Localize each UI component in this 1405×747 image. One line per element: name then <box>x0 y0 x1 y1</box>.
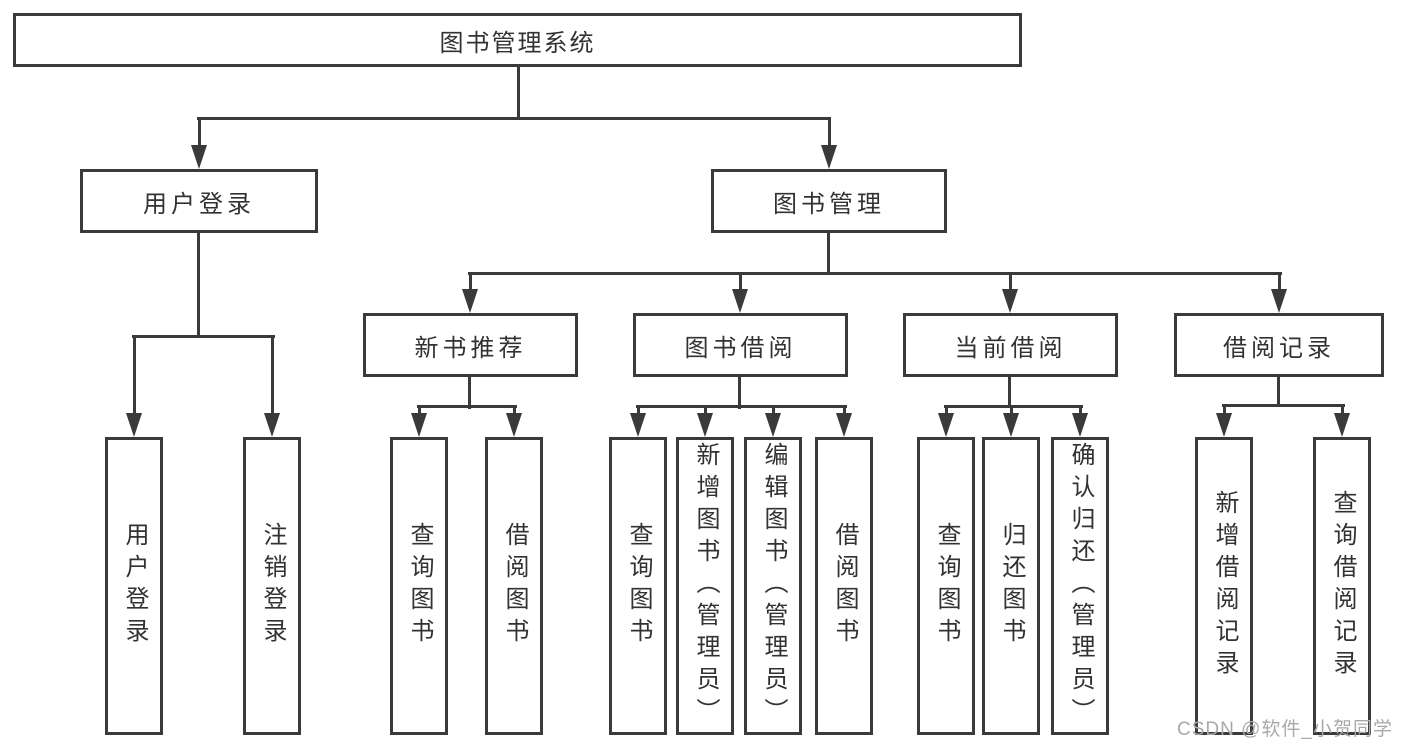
connector-user-login-stub <box>197 233 200 338</box>
arrow-down-icon <box>1002 405 1020 437</box>
arrow-down-icon <box>1270 272 1288 313</box>
arrow-down-icon <box>1333 404 1351 437</box>
connector-book-borrowing-bar <box>636 405 847 408</box>
leaf-user-login: 用户登录 <box>105 437 163 735</box>
watermark: CSDN @软件_小贺同学 <box>1177 719 1393 740</box>
connector-book-borrowing-stub <box>738 377 741 409</box>
node-current-borrowing: 当前借阅 <box>903 313 1118 377</box>
arrow-down-icon <box>1001 272 1019 313</box>
arrow-down-icon <box>505 405 523 437</box>
node-root: 图书管理系统 <box>13 13 1022 67</box>
connector-current-borrowing-stub <box>1008 377 1011 408</box>
arrow-down-icon <box>731 272 749 313</box>
arrow-down-icon <box>1071 405 1089 437</box>
connector-root-stub <box>517 67 520 119</box>
node-user-login: 用户登录 <box>80 169 318 233</box>
connector-root-bar <box>197 117 831 120</box>
arrow-down-icon <box>263 335 281 437</box>
node-borrowing-records: 借阅记录 <box>1174 313 1384 377</box>
connector-book-management-stub <box>827 233 830 275</box>
node-book-management: 图书管理 <box>711 169 947 233</box>
leaf-cb-return-book: 归还图书 <box>982 437 1040 735</box>
node-book-borrowing: 图书借阅 <box>633 313 848 377</box>
connector-current-borrowing-bar <box>944 405 1083 408</box>
leaf-bb-borrow-books: 借阅图书 <box>815 437 873 735</box>
leaf-bb-add-book-admin: 新增图书（管理员） <box>676 437 734 735</box>
arrow-down-icon <box>696 405 714 437</box>
connector-borrowing-records-stub <box>1277 377 1280 407</box>
arrow-down-icon <box>937 405 955 437</box>
node-new-book-recommend: 新书推荐 <box>363 313 578 377</box>
connector-new-book-stub <box>468 377 471 409</box>
leaf-logout: 注销登录 <box>243 437 301 735</box>
arrow-down-icon <box>125 335 143 437</box>
arrow-down-icon <box>820 117 838 169</box>
leaf-cb-query-books: 查询图书 <box>917 437 975 735</box>
arrow-down-icon <box>410 405 428 437</box>
leaf-nb-query-books: 查询图书 <box>390 437 448 735</box>
leaf-br-query-record: 查询借阅记录 <box>1313 437 1371 735</box>
arrow-down-icon <box>764 405 782 437</box>
arrow-down-icon <box>190 117 208 169</box>
arrow-down-icon <box>461 272 479 313</box>
connector-new-book-bar <box>417 405 517 408</box>
leaf-bb-edit-book-admin: 编辑图书（管理员） <box>744 437 802 735</box>
connector-borrowing-records-bar <box>1222 404 1345 407</box>
leaf-bb-query-books: 查询图书 <box>609 437 667 735</box>
leaf-nb-borrow-books: 借阅图书 <box>485 437 543 735</box>
arrow-down-icon <box>629 405 647 437</box>
leaf-cb-confirm-return-admin: 确认归还（管理员） <box>1051 437 1109 735</box>
leaf-br-add-record: 新增借阅记录 <box>1195 437 1253 735</box>
connector-user-login-bar <box>132 335 275 338</box>
arrow-down-icon <box>835 405 853 437</box>
arrow-down-icon <box>1215 404 1233 437</box>
connector-book-management-bar <box>468 272 1282 275</box>
